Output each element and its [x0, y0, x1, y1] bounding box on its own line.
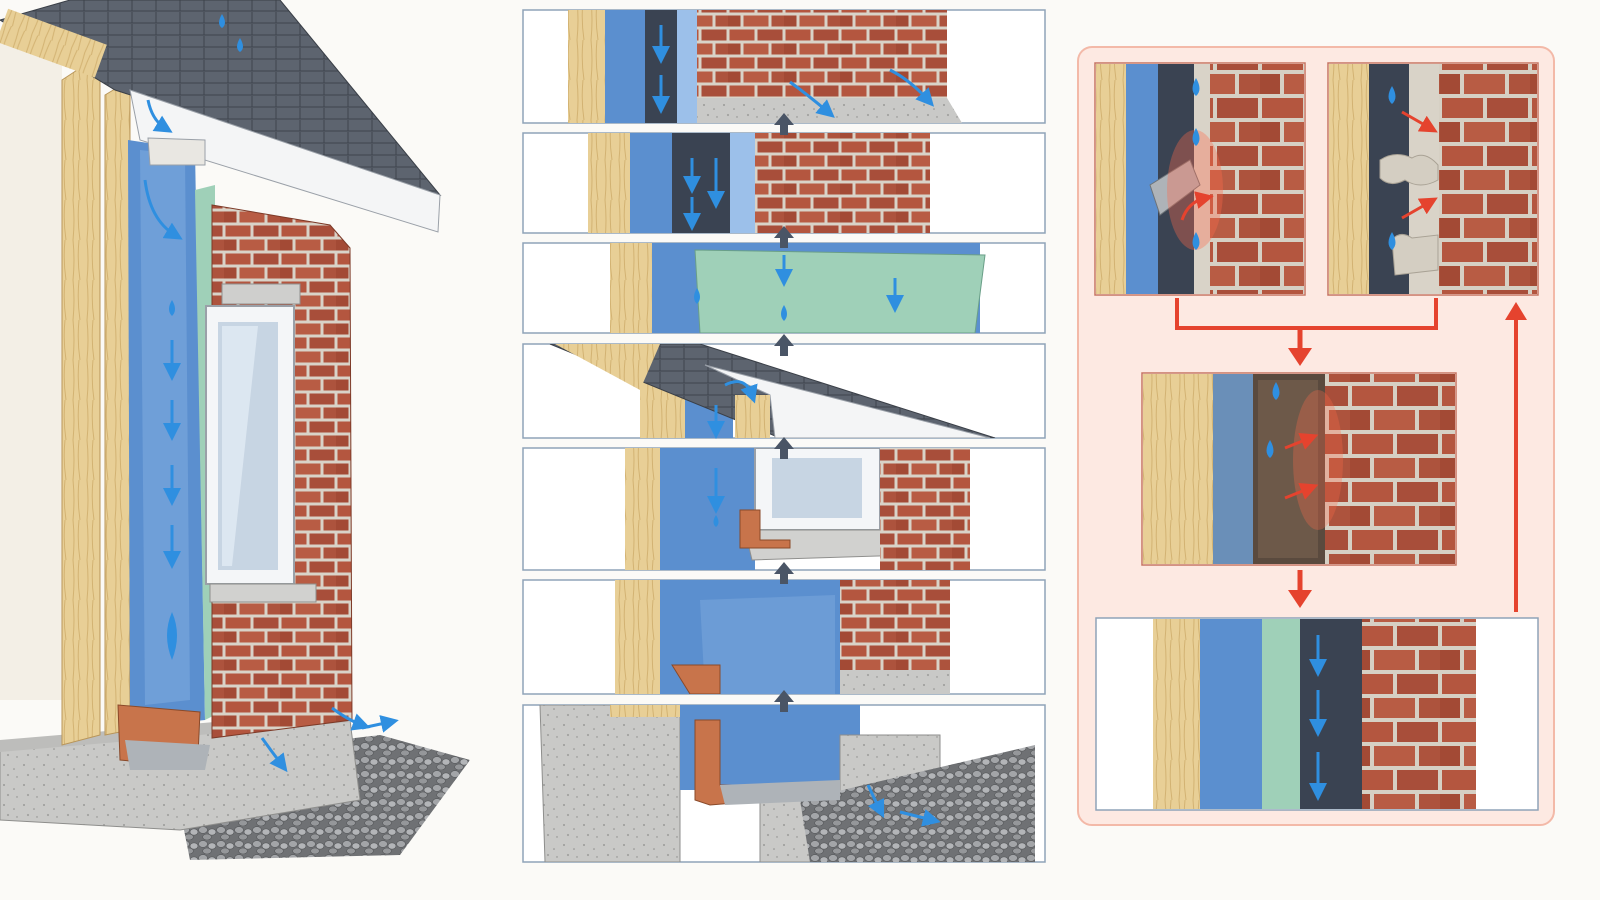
case-clear-cavity: [1095, 617, 1539, 811]
inner-wall-face: [0, 40, 62, 700]
case-mortar-bridging: [1327, 62, 1539, 296]
arrowhead-icon: [1288, 348, 1312, 366]
curve-arrow-icon: [143, 179, 183, 240]
layer-steps-column: [522, 9, 1046, 863]
window-head-sill: [221, 283, 301, 305]
main-water-path: [143, 99, 399, 773]
step-panel-housewrap-lap: [522, 242, 1046, 334]
rain-drop-icon: [694, 288, 700, 304]
drain-out-arrow-icon: [889, 68, 935, 107]
step-panel-foundation-drip-edge: [522, 704, 1046, 863]
problem-cases-group: [1077, 46, 1555, 826]
drain-out-arrow-icon: [361, 715, 399, 733]
case-wet-sheathing: [1141, 372, 1457, 566]
soffit-gutter: [147, 137, 206, 166]
up-arrowhead-icon: [1505, 302, 1527, 320]
drain-out-arrow-icon: [331, 706, 371, 731]
mortar-droppings: [1379, 154, 1439, 186]
rain-drop-icon: [219, 14, 225, 28]
large-drop-icon: [167, 612, 177, 660]
rain-drop-icon: [1192, 128, 1200, 146]
drain-out-arrow-icon: [899, 809, 941, 827]
rain-drop-icon: [237, 38, 243, 52]
wood-framing: [61, 54, 101, 746]
step-arrows: [774, 113, 794, 712]
leak-arrow-icon: [1401, 197, 1438, 220]
step-panel-eave-flashing: [522, 343, 1046, 439]
rain-drop-icon: [169, 300, 175, 316]
rain-drop-icon: [1388, 232, 1396, 250]
window-glass-shine: [222, 326, 258, 566]
arrowhead-icon: [1288, 590, 1312, 608]
up-arrow-icon: [774, 334, 794, 356]
rain-drops: [219, 14, 243, 52]
drain-out-arrow-icon: [260, 737, 288, 773]
leak-arrow-icon: [1284, 482, 1319, 500]
rain-drop-icon: [1272, 382, 1280, 400]
window-sill: [209, 583, 317, 603]
curve-arrow-icon: [146, 99, 173, 133]
drain-out-arrow-icon: [789, 80, 835, 118]
leak-arrow-icon: [1284, 432, 1319, 450]
merge-connector: [1175, 298, 1438, 330]
roof-shingles: [0, 0, 442, 196]
rain-drop-icon: [781, 305, 787, 321]
curve-arrow-icon: [724, 380, 758, 404]
leak-glow: [1167, 130, 1223, 250]
up-arrow-icon: [774, 113, 794, 135]
up-arrow-icon: [774, 226, 794, 248]
case-flashing-defect: [1094, 62, 1306, 296]
up-arrow-icon: [774, 690, 794, 712]
rain-drop-icon: [1192, 232, 1200, 250]
step-panel-through-wall-flashing: [522, 579, 1046, 695]
base-flashing-metal: [125, 740, 210, 770]
rain-drop-icon: [1192, 78, 1200, 96]
drain-out-arrow-icon: [866, 784, 885, 819]
rain-drop-icon: [713, 515, 719, 527]
rain-drop-icon: [1388, 86, 1396, 104]
step-panel-weep-holes: [522, 9, 1046, 124]
main-wall-cutaway: [0, 0, 470, 860]
roof-rafter: [0, 8, 107, 78]
step-panel-drainage-cavity: [522, 132, 1046, 234]
wood-stud: [104, 79, 131, 736]
leak-arrow-icon: [1401, 110, 1438, 133]
leak-arrow-icon: [1180, 191, 1214, 221]
fascia-board: [129, 89, 441, 233]
step-panel-window-head-flashing: [522, 447, 1046, 571]
up-arrow-icon: [774, 437, 794, 459]
up-arrow-icon: [774, 562, 794, 584]
housewrap-highlight: [140, 150, 190, 705]
rain-drop-icon: [1266, 440, 1274, 458]
